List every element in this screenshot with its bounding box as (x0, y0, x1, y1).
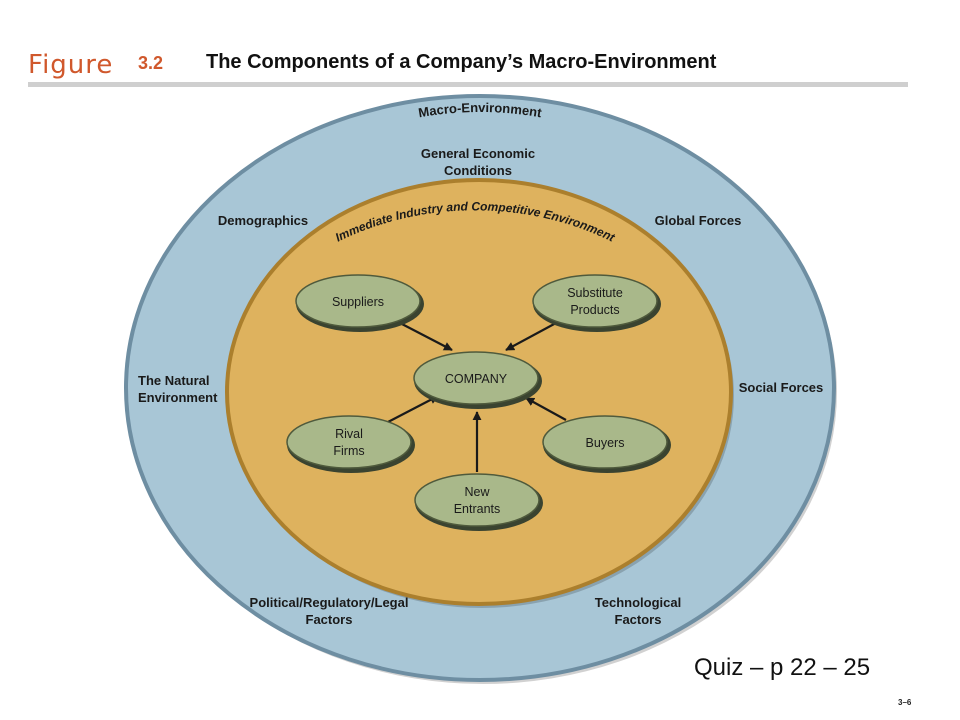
social-forces-label: Social Forces (739, 380, 824, 395)
buyers-label: Buyers (586, 436, 625, 450)
global-forces-label: Global Forces (655, 213, 742, 228)
suppliers-label: Suppliers (332, 295, 384, 309)
arrow-suppliers-to-company (399, 322, 453, 351)
quiz-note: Quiz – p 22 – 25 (694, 654, 871, 681)
figure-number: 3.2 (138, 53, 164, 73)
arrow-rivals-to-company (387, 395, 439, 423)
figure-word: Figure (28, 50, 114, 80)
suppliers-node-shape (295, 274, 421, 328)
figure-title: The Components of a Company’s Macro-Envi… (206, 51, 717, 73)
buyers-node: Buyers (542, 415, 671, 473)
buyers-node-shape (542, 415, 668, 469)
company-node: COMPANY (413, 351, 542, 409)
rivals-node-shape (286, 415, 412, 469)
substitutes-node-shape (532, 274, 658, 328)
arrow-buyers-to-company (525, 397, 567, 421)
company-node-shape (413, 351, 539, 405)
company-label: COMPANY (445, 372, 508, 386)
arrow-substitutes-to-company (505, 322, 557, 351)
entrants-node-shape (414, 473, 540, 527)
macro-environment-label: Macro-Environment (417, 100, 543, 121)
header-rule (28, 82, 908, 87)
demographics-label: Demographics (218, 213, 308, 228)
suppliers-node: Suppliers (295, 274, 424, 332)
slide-number: 3–6 (898, 698, 912, 707)
